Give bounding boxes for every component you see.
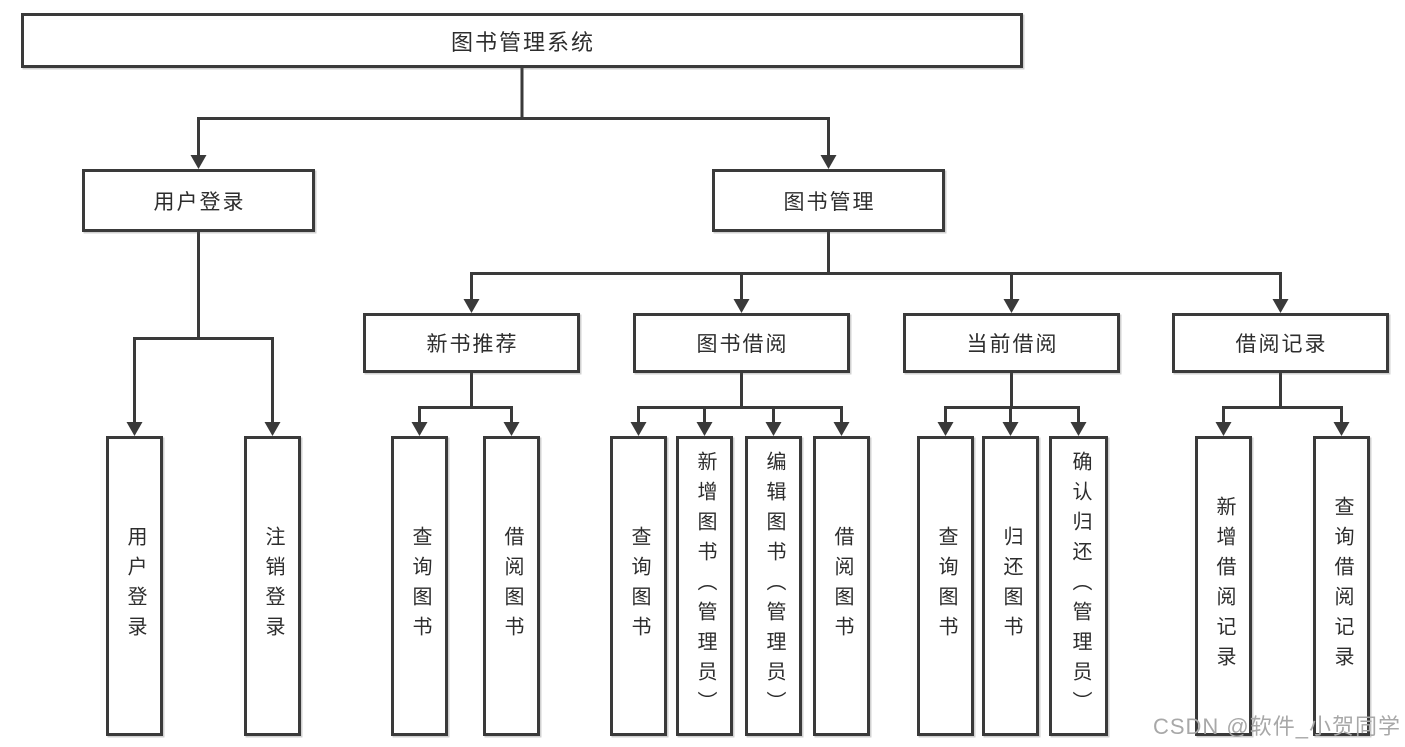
leaf-query-books-borrowing: 查询图书 (610, 436, 667, 736)
node-new-book-recommend: 新书推荐 (363, 313, 580, 373)
leaf-return-book: 归还图书 (982, 436, 1039, 736)
leaf-logout: 注销登录 (244, 436, 301, 736)
connector-segments (133, 66, 1343, 427)
leaf-query-books-recommend: 查询图书 (391, 436, 448, 736)
node-user-login: 用户登录 (82, 169, 315, 232)
node-root: 图书管理系统 (21, 13, 1023, 68)
node-book-borrowing: 图书借阅 (633, 313, 850, 373)
arrowheads (126, 155, 1350, 436)
node-current-borrowing: 当前借阅 (903, 313, 1120, 373)
node-borrow-records: 借阅记录 (1172, 313, 1389, 373)
leaf-query-books-current: 查询图书 (917, 436, 974, 736)
leaf-confirm-return-admin: 确认归还（管理员） (1049, 436, 1108, 736)
leaf-borrow-books: 借阅图书 (813, 436, 870, 736)
csdn-watermark: CSDN @软件_小贺同学 (1152, 714, 1401, 739)
leaf-add-borrow-record: 新增借阅记录 (1195, 436, 1252, 736)
leaf-query-borrow-record: 查询借阅记录 (1313, 436, 1370, 736)
node-book-management: 图书管理 (712, 169, 945, 232)
leaf-add-book-admin: 新增图书（管理员） (676, 436, 733, 736)
leaf-borrow-books-recommend: 借阅图书 (483, 436, 540, 736)
leaf-edit-book-admin: 编辑图书（管理员） (745, 436, 802, 736)
leaf-user-login: 用户登录 (106, 436, 163, 736)
